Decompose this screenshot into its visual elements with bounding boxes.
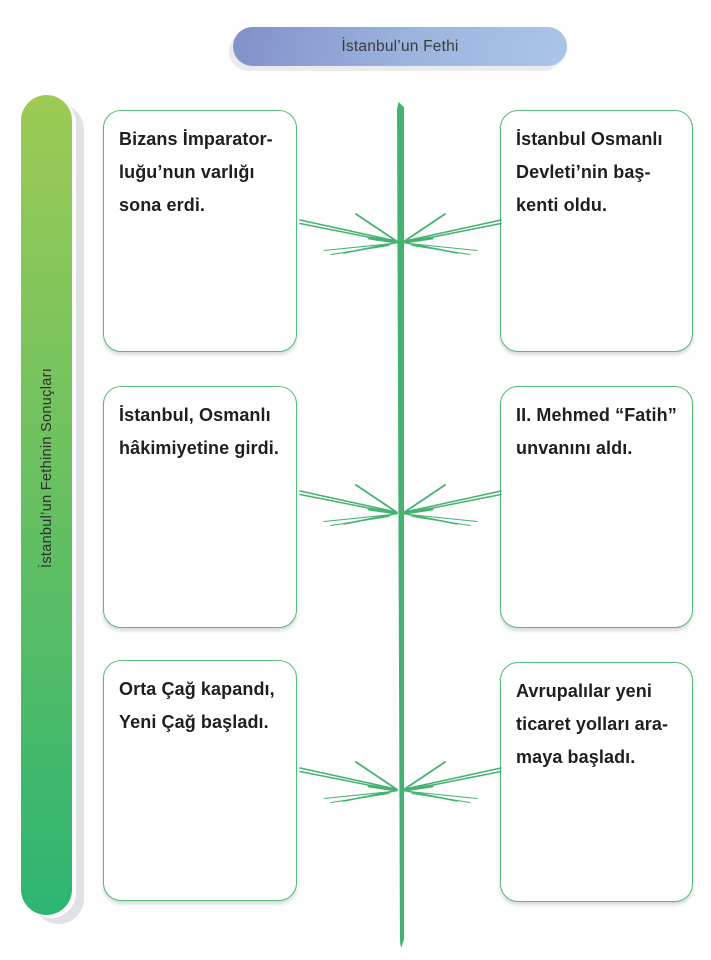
- left-arrow-icon: [299, 213, 398, 256]
- result-text-line: ticaret yolları ara-: [516, 714, 669, 734]
- result-text-line: sona erdi.: [119, 195, 206, 215]
- result-text-line: Yeni Çağ başladı.: [119, 712, 269, 732]
- result-text-line: İstanbul, Osmanlı: [119, 405, 271, 425]
- result-box-byzantine-end: Bizans İmparator- luğu’nun varlığı sona …: [103, 110, 297, 352]
- timeline-line: [397, 102, 404, 948]
- right-arrow-icon: [403, 761, 502, 804]
- result-text-line: İstanbul Osmanlı: [516, 129, 663, 149]
- result-box-new-age: Orta Çağ kapandı, Yeni Çağ başladı.: [103, 660, 297, 901]
- left-arrow-icon: [299, 761, 398, 804]
- result-text-line: Orta Çağ kapandı,: [119, 679, 275, 699]
- sidebar-label: İstanbul’un Fethinin Sonuçları: [39, 367, 55, 568]
- page-title: İstanbul’un Fethi: [341, 37, 459, 55]
- result-box-capital: İstanbul Osmanlı Devleti’nin baş- kenti …: [500, 110, 693, 352]
- left-arrow-icon: [299, 484, 398, 527]
- result-box-ottoman-rule: İstanbul, Osmanlı hâkimiyetine girdi.: [103, 386, 297, 628]
- result-text-line: Devleti’nin baş-: [516, 162, 651, 182]
- title-pill: İstanbul’un Fethi: [233, 27, 567, 66]
- result-text-line: II. Mehmed “Fatih”: [516, 405, 677, 425]
- result-text-line: Avrupalılar yeni: [516, 681, 652, 701]
- right-arrow-icon: [403, 484, 502, 527]
- result-text-line: maya başladı.: [516, 747, 636, 767]
- result-text-line: kenti oldu.: [516, 195, 608, 215]
- results-sidebar: [21, 95, 72, 915]
- result-box-trade-routes: Avrupalılar yeni ticaret yolları ara- ma…: [500, 662, 693, 902]
- result-text-line: Bizans İmparator-: [119, 129, 273, 149]
- result-box-fatih-title: II. Mehmed “Fatih” unvanını aldı.: [500, 386, 693, 628]
- result-text-line: luğu’nun varlığı: [119, 162, 255, 182]
- right-arrow-icon: [403, 213, 502, 256]
- result-text-line: unvanını aldı.: [516, 438, 633, 458]
- result-text-line: hâkimiyetine girdi.: [119, 438, 279, 458]
